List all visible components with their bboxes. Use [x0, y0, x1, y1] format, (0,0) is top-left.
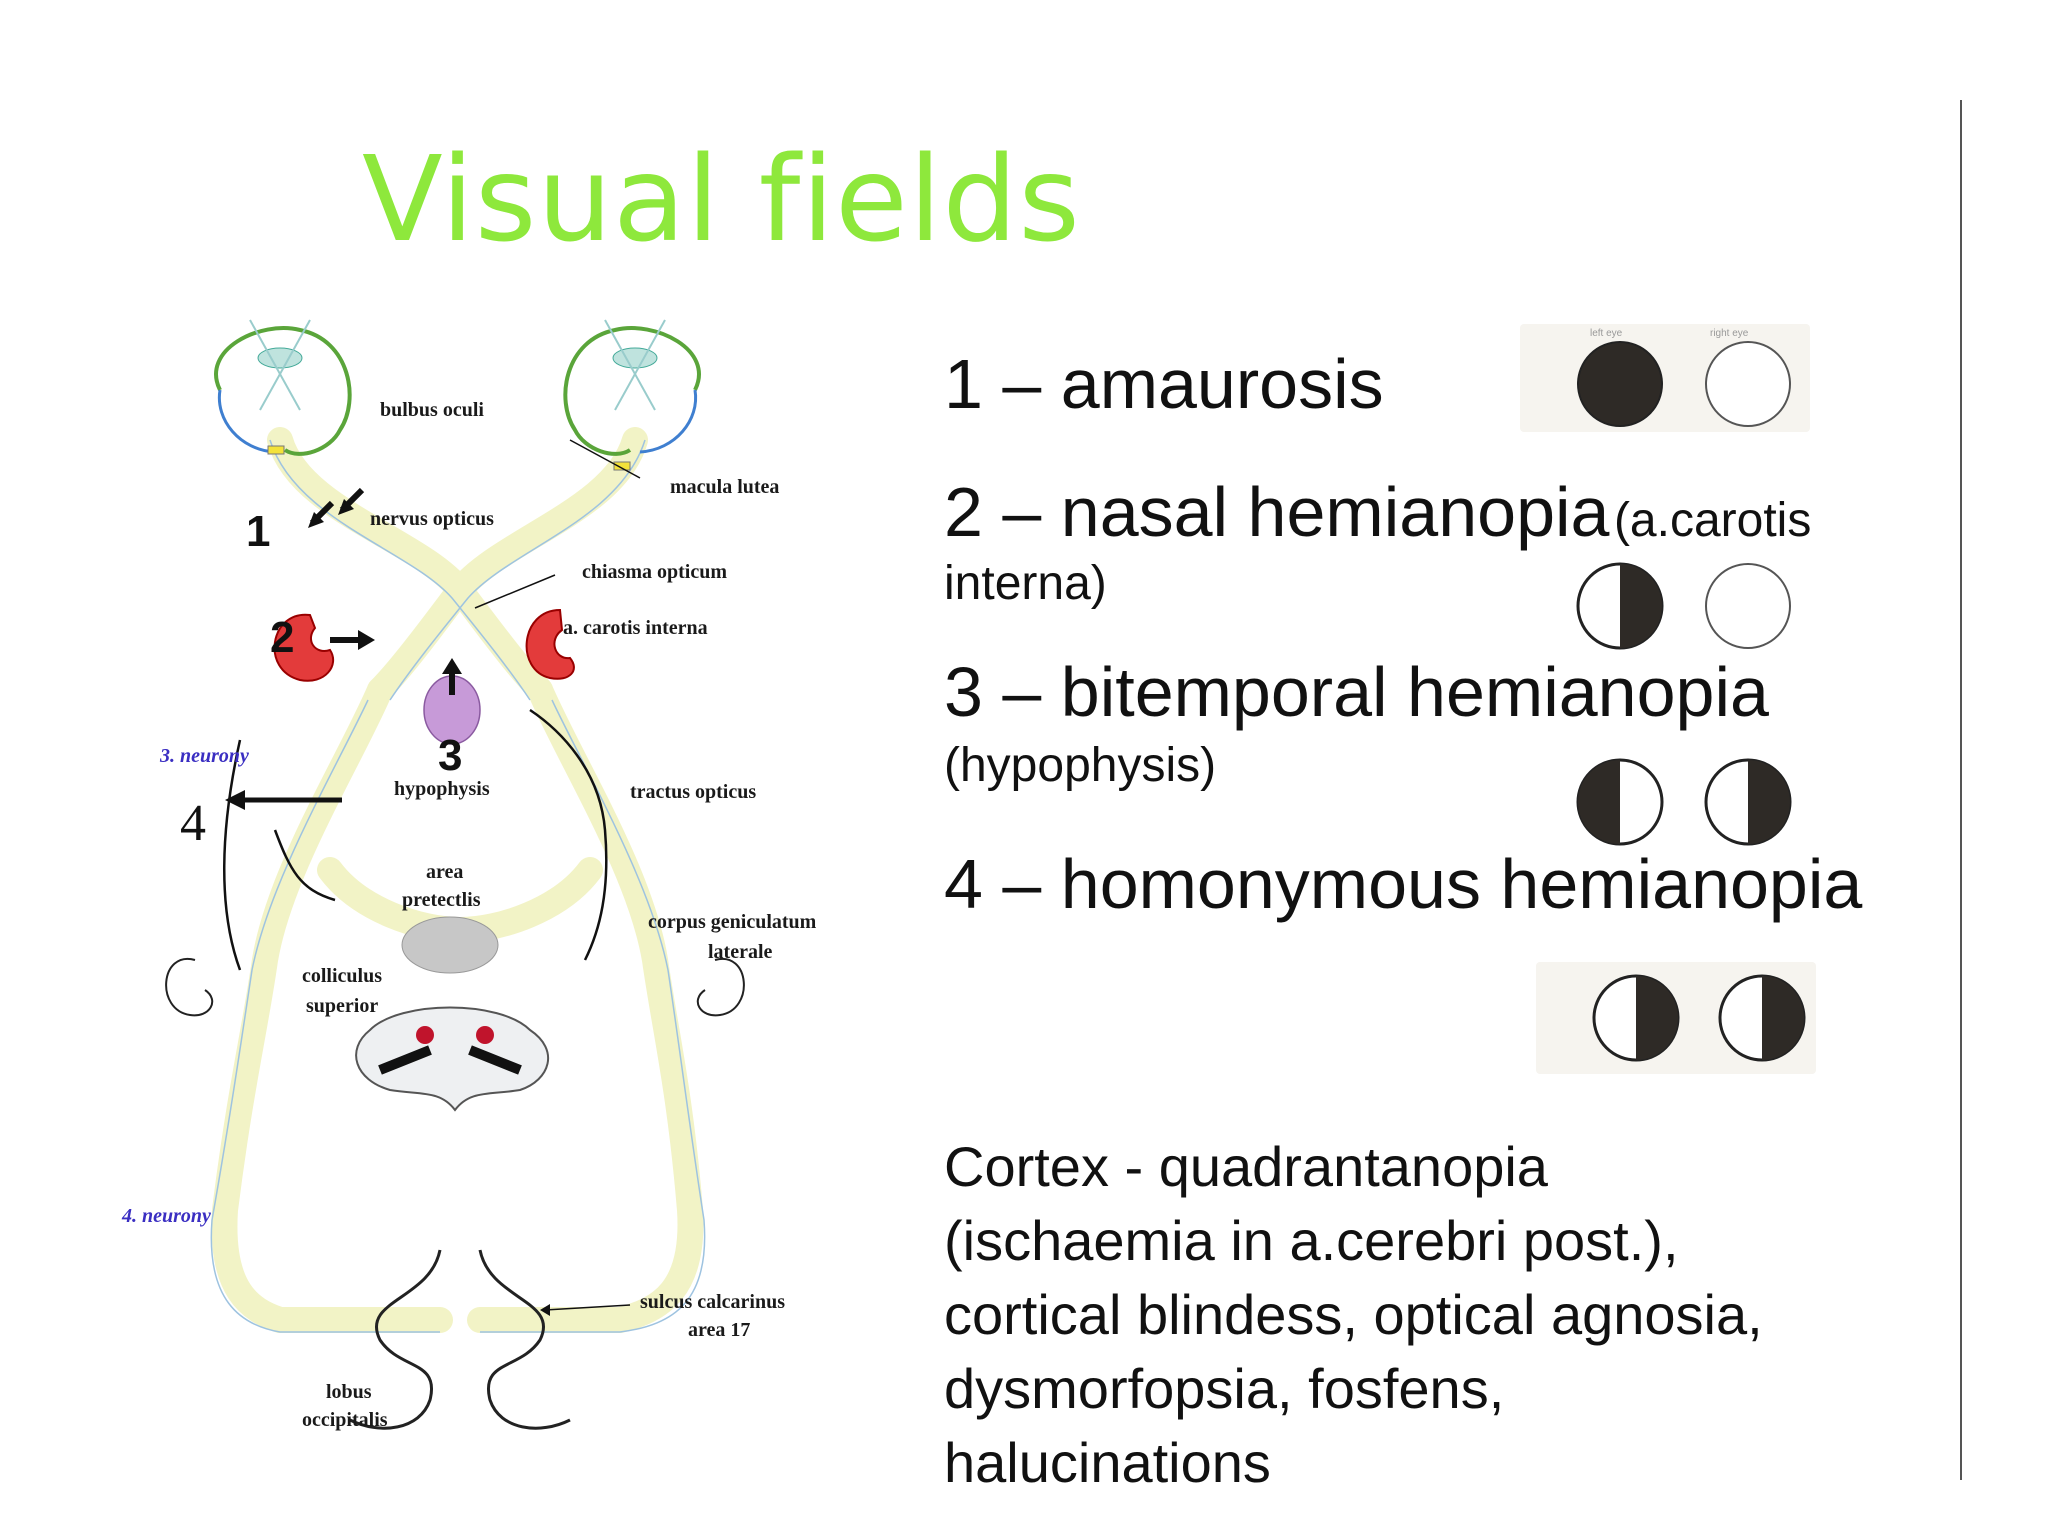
field-1-right-eye — [1706, 342, 1790, 426]
field-3-right-eye — [1748, 760, 1790, 844]
label-3-neurony: 3. neurony — [159, 745, 249, 767]
field-3-left-eye — [1578, 760, 1620, 844]
lesion-marker-3: 3 — [438, 731, 462, 780]
label-corpus-line2: laterale — [708, 941, 773, 963]
defect-2-cause: (a.carotis — [1614, 494, 1811, 547]
defect-1-heading: 1 – amaurosis — [944, 345, 1384, 423]
cortex-line-5: halucinations — [944, 1426, 1944, 1500]
visual-field-pair-4 — [1536, 962, 1816, 1074]
visual-field-pair-1: left eye right eye — [1520, 324, 1810, 432]
cortex-line-2: (ischaemia in a.cerebri post.), — [944, 1204, 1944, 1278]
slide-right-border — [1960, 100, 1962, 1480]
label-colliculus-line1: colliculus — [302, 965, 382, 987]
cortex-line-1: Cortex - quadrantanopia — [944, 1130, 1944, 1204]
field-2-right-eye — [1706, 564, 1790, 648]
visual-field-pair-2 — [1560, 556, 1810, 656]
defect-2-heading: 2 – nasal hemianopia — [944, 473, 1609, 551]
label-hypophysis: hypophysis — [394, 778, 490, 800]
field-1-left-eye — [1578, 342, 1662, 426]
defect-4-heading: 4 – homonymous hemianopia — [944, 845, 1862, 923]
label-sulcus-line1: sulcus calcarinus — [640, 1291, 785, 1313]
cortex-line-3: cortical blindess, optical agnosia, — [944, 1278, 1944, 1352]
label-area-line2: pretectlis — [402, 889, 481, 911]
field-4-left-eye — [1636, 976, 1678, 1060]
caption-right-eye: right eye — [1710, 328, 1749, 339]
label-lobus-line2: occipitalis — [302, 1409, 388, 1431]
lesion-marker-4: 4 — [180, 795, 206, 852]
left-geniculate — [166, 959, 212, 1015]
occipital-cortex — [350, 1250, 570, 1428]
defect-4: 4 – homonymous hemianopia — [944, 844, 1862, 924]
label-nervus-opticus: nervus opticus — [370, 508, 494, 530]
visual-field-pair-3 — [1560, 752, 1810, 852]
cortex-line-4: dysmorfopsia, fosfens, — [944, 1352, 1944, 1426]
caption-left-eye: left eye — [1590, 328, 1623, 339]
field-2-left-eye — [1620, 564, 1662, 648]
slide-title: Visual fields — [362, 130, 1081, 268]
label-area-line1: area — [426, 861, 463, 883]
label-4-neurony: 4. neurony — [121, 1205, 211, 1227]
label-chiasma-opticum: chiasma opticum — [582, 561, 727, 583]
defect-1: 1 – amaurosis — [944, 344, 1384, 424]
label-carotis-interna: a. carotis interna — [563, 617, 708, 639]
right-geniculate — [698, 959, 744, 1015]
field-4-right-eye — [1762, 976, 1804, 1060]
label-bulbus-oculi: bulbus oculi — [380, 399, 484, 421]
visual-pathway-diagram: bulbus oculi macula lutea nervus opticus… — [100, 310, 880, 1480]
label-colliculus-line2: superior — [306, 995, 378, 1017]
defect-3-heading: 3 – bitemporal hemianopia — [944, 653, 1769, 731]
lesion-marker-1: 1 — [246, 507, 270, 556]
cortex-note: Cortex - quadrantanopia (ischaemia in a.… — [944, 1130, 1944, 1500]
label-lobus-line1: lobus — [326, 1381, 372, 1403]
label-corpus-line1: corpus geniculatum — [648, 911, 817, 933]
midbrain-section — [356, 1008, 548, 1111]
label-tractus-opticus: tractus opticus — [630, 781, 756, 803]
area-pretectalis-shape — [402, 917, 498, 973]
lesion-marker-2: 2 — [270, 613, 294, 662]
label-macula-lutea: macula lutea — [670, 476, 779, 498]
label-sulcus-line2: area 17 — [688, 1319, 750, 1341]
